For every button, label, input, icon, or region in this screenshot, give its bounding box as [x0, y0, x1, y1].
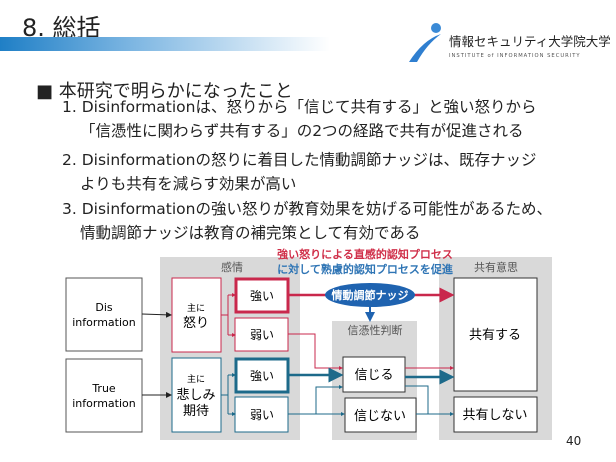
summary-item-1: 1. Disinformationは、怒りから「信じて共有する」と強い怒りから … — [62, 95, 537, 143]
annotation-red: 強い怒りによる直感的認知プロセス — [277, 247, 453, 261]
anger-strong-box: 強い — [234, 277, 290, 314]
box-text: 怒り — [183, 316, 209, 331]
box-text: Dis — [95, 301, 113, 314]
nudge-label: 情動調節ナッジ — [332, 288, 409, 302]
emotion-label: 感情 — [221, 261, 243, 274]
summary-heading: ■ 本研究で明らかになったこと — [36, 81, 293, 102]
arrow — [221, 375, 229, 414]
share-box: 共有する — [453, 277, 538, 392]
arrow — [405, 385, 429, 414]
box-text: 強い — [250, 289, 274, 303]
page-number: 40 — [566, 434, 582, 448]
item-line: 情動調節ナッジは教育の補完策として有効である — [80, 224, 421, 242]
credibility-label: 信憑性判断 — [348, 323, 403, 337]
box-text: 信じる — [354, 368, 393, 383]
box-text: 共有する — [469, 328, 521, 343]
not-believe-box: 信じない — [344, 397, 417, 433]
box-text: 期待 — [183, 404, 209, 419]
box-text: 主に — [187, 373, 205, 385]
summary-item-2: 2. Disinformationの怒りに着目した情動調節ナッジは、既存ナッジ … — [62, 148, 537, 196]
item-line: 2. Disinformationの怒りに着目した情動調節ナッジは、既存ナッジ — [62, 151, 537, 169]
box-text: 強い — [250, 369, 274, 383]
sadness-box: 主に 悲しみ 期待 — [171, 357, 222, 433]
logo-swoosh-icon — [409, 34, 441, 62]
box-text: True — [91, 382, 116, 395]
box-text: 悲しみ — [176, 387, 215, 403]
summary-item-3: 3. Disinformationの強い怒りが教育効果を妨げる可能性があるため、… — [62, 197, 552, 245]
annotation-blue: に対して熟慮的認知プロセスを促進 — [277, 262, 454, 276]
university-logo: 情報セキュリティ大学院大学 INSTITUTE of INFORMATION S… — [409, 23, 610, 62]
anger-weak-box: 弱い — [234, 317, 289, 352]
box-text: 信じない — [354, 409, 406, 424]
item-line: 「信憑性に関わらず共有する」の2つの経路で共有が促進される — [80, 122, 524, 140]
box-text: 共有しない — [462, 408, 527, 423]
logo-name-ja: 情報セキュリティ大学院大学 — [449, 34, 610, 49]
sadness-weak-box: 弱い — [234, 396, 289, 433]
item-line: 1. Disinformationは、怒りから「信じて共有する」と強い怒りから — [62, 98, 537, 116]
box-text: 弱い — [250, 408, 274, 422]
box-text: information — [72, 397, 136, 410]
not-share-box: 共有しない — [453, 396, 538, 433]
box-text: information — [72, 316, 136, 329]
title-gradient-bar — [0, 37, 330, 51]
nudge-ellipse: 情動調節ナッジ — [325, 283, 415, 307]
intent-label: 共有意思 — [474, 260, 518, 274]
anger-box: 主に 怒り — [171, 277, 222, 353]
arrow — [315, 385, 343, 414]
item-line: よりも共有を減らす効果が高い — [80, 175, 297, 193]
box-text: 主に — [187, 302, 205, 314]
dis-information-box: Dis information — [65, 277, 143, 352]
box-text: 弱い — [250, 328, 274, 342]
arrow — [141, 311, 172, 318]
item-line: 3. Disinformationの強い怒りが教育効果を妨げる可能性があるため、 — [62, 200, 552, 218]
believe-box: 信じる — [342, 356, 406, 393]
logo-dot-icon — [431, 23, 441, 33]
true-information-box: True information — [65, 358, 143, 433]
logo-name-en: INSTITUTE of INFORMATION SECURITY — [449, 53, 581, 59]
sadness-strong-box: 強い — [234, 357, 290, 394]
arrow — [221, 295, 229, 335]
